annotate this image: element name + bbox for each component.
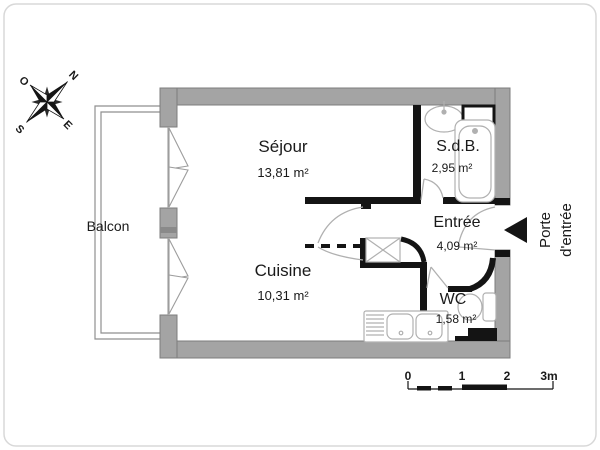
entrance-label-line1: Porte xyxy=(537,212,554,248)
entrance-label: Porte d'entrée xyxy=(537,203,575,257)
balcony-railing xyxy=(94,105,160,340)
room-area-sejour: 13,81 m² xyxy=(257,165,309,180)
entrance-arrow-icon xyxy=(504,217,527,243)
bathtub-icon xyxy=(454,119,496,203)
wc-door-leaf xyxy=(468,257,496,292)
left-pier-band xyxy=(160,227,177,233)
kitchen-sink-icon xyxy=(363,310,449,343)
scale-tick-3: 3m xyxy=(540,369,557,383)
room-label-entree: Entrée xyxy=(433,214,480,231)
room-area-entree: 4,09 m² xyxy=(437,239,478,253)
toilet-icon xyxy=(457,292,497,322)
door-swings xyxy=(317,178,496,289)
scale-tick-1: 1 xyxy=(459,369,466,383)
room-area-sdb: 2,95 m² xyxy=(432,161,473,175)
room-label-sdb: S.d.B. xyxy=(436,138,480,155)
scale-tick-0: 0 xyxy=(405,369,412,383)
scale-tick-2: 2 xyxy=(504,369,511,383)
room-area-cuisine: 10,31 m² xyxy=(257,288,309,303)
closet-door-leaf xyxy=(400,236,427,263)
room-label-balcon: Balcon xyxy=(87,218,130,234)
scale-bar: 0 1 2 3m xyxy=(405,369,558,391)
room-label-sejour: Séjour xyxy=(258,137,307,156)
room-area-wc: 1,58 m² xyxy=(436,312,477,326)
entrance-label-line2: d'entrée xyxy=(558,203,575,257)
room-label-wc: WC xyxy=(440,291,467,308)
closet-icon xyxy=(365,237,401,263)
washbasin-icon xyxy=(424,101,464,133)
room-label-cuisine: Cuisine xyxy=(255,261,312,280)
french-windows-icon xyxy=(167,127,189,315)
